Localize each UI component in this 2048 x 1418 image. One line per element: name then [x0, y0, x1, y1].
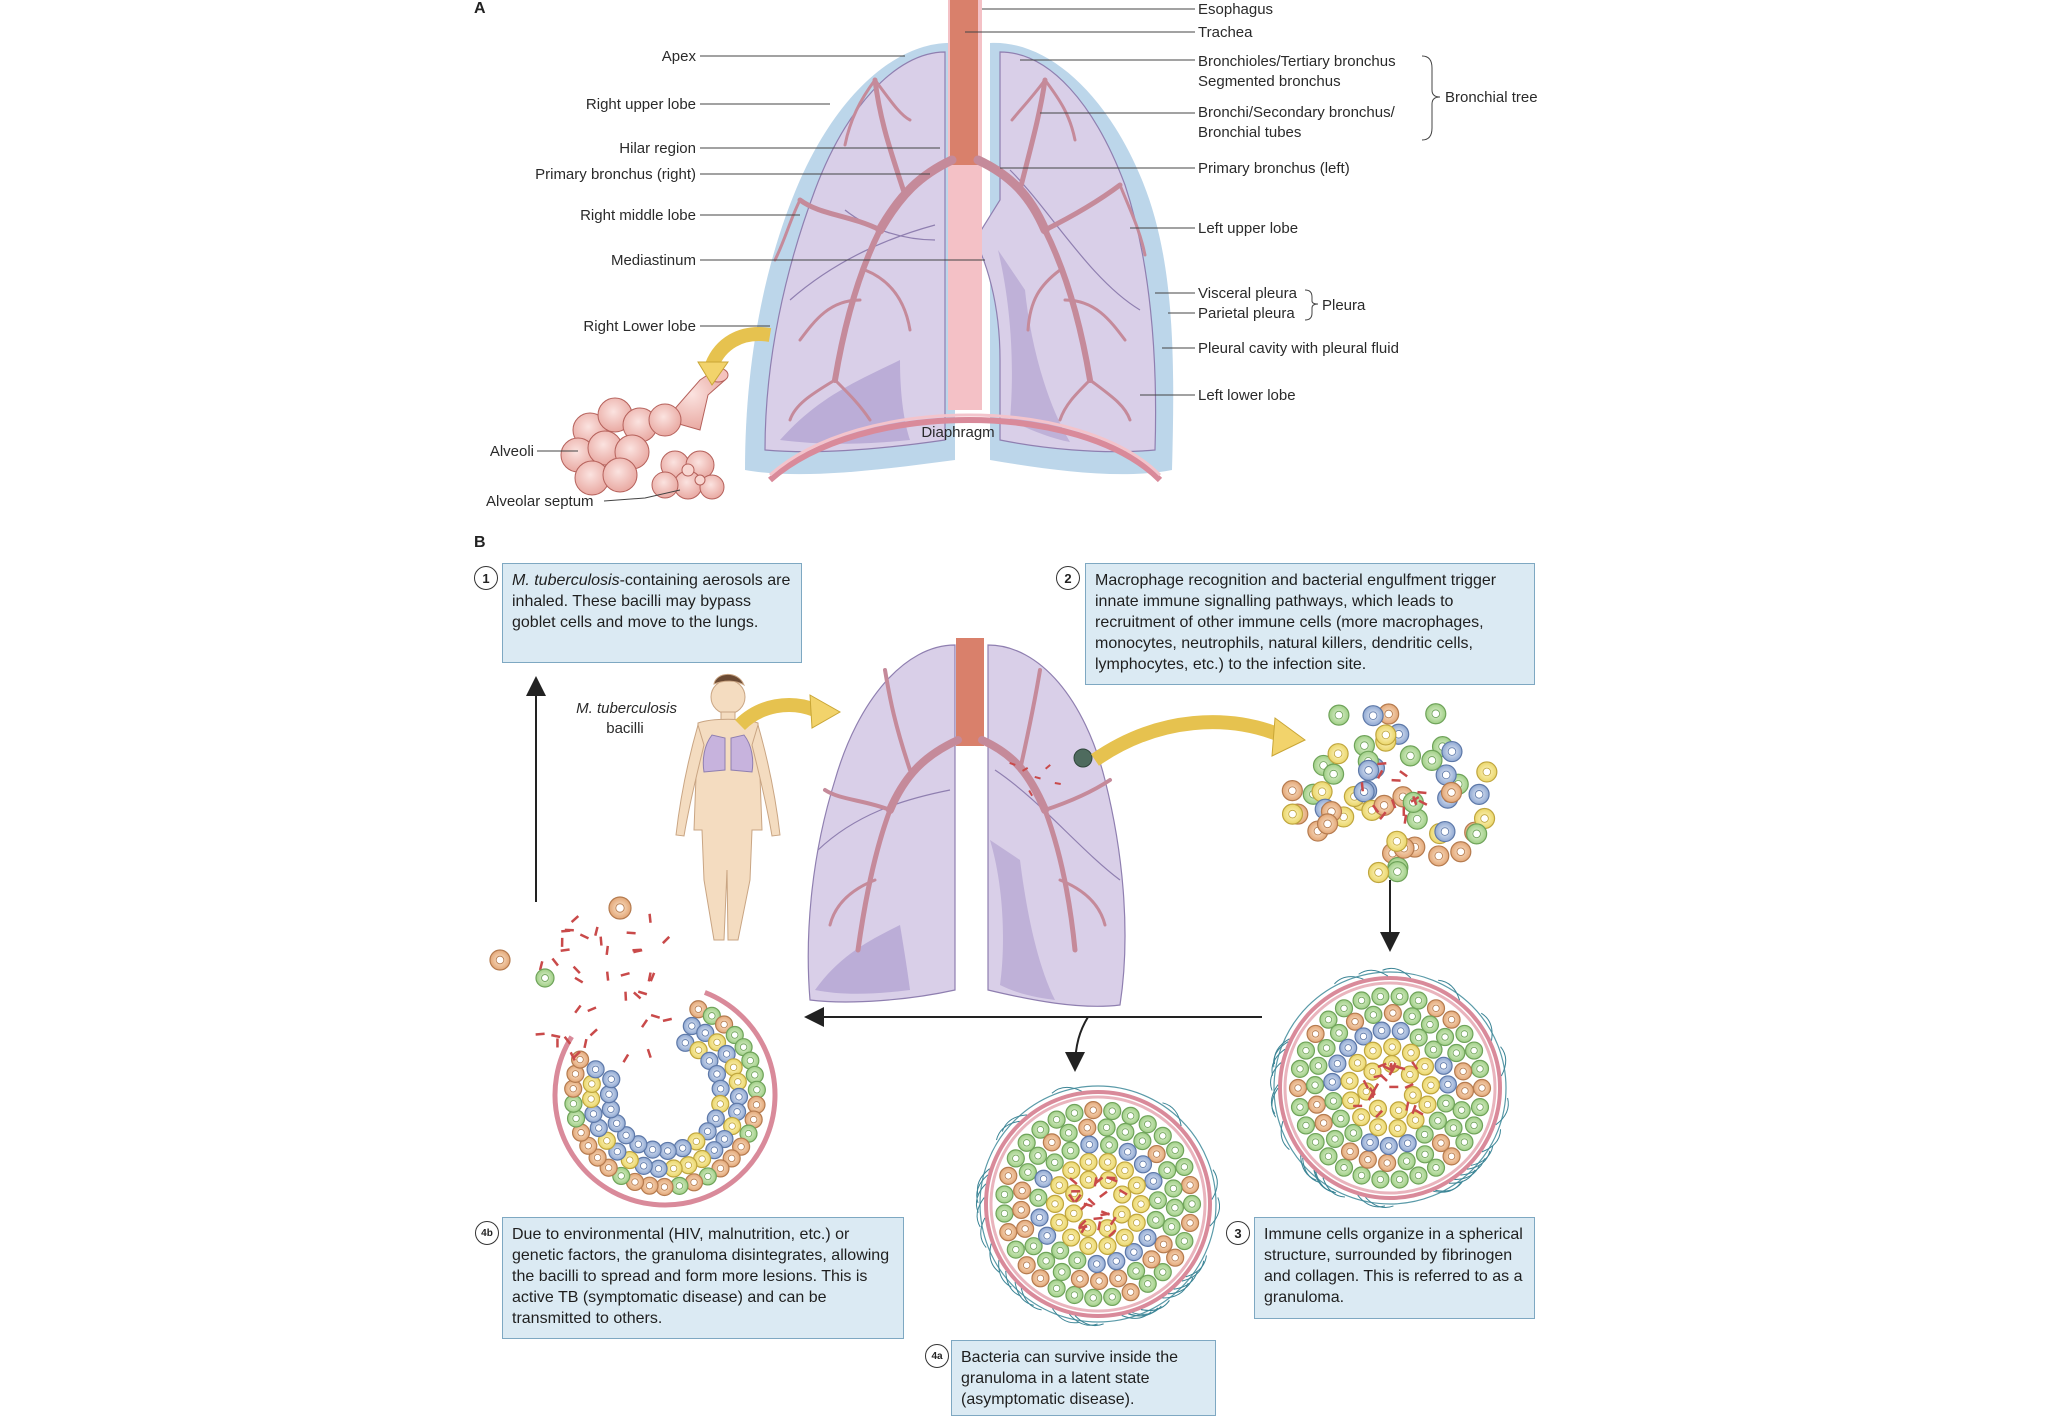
- granuloma-formed: [1270, 967, 1509, 1208]
- label-mtb-bacilli-line2: bacilli: [606, 720, 644, 737]
- panel-label-a: A: [474, 0, 486, 17]
- label-left-lower-lobe: Left lower lobe: [1198, 387, 1296, 404]
- lung-anatomy: [745, 0, 1174, 483]
- label-left-upper-lobe: Left upper lobe: [1198, 220, 1298, 237]
- figure-to-lungs-arrow: [735, 698, 818, 731]
- label-hilar-region: Hilar region: [619, 140, 696, 157]
- step-1-badge: 1: [474, 566, 498, 590]
- label-right-middle-lobe: Right middle lobe: [580, 207, 696, 224]
- label-bronchial-tubes: Bronchial tubes: [1198, 124, 1301, 141]
- label-bronchial-tree: Bronchial tree: [1445, 89, 1538, 106]
- trachea-shape: [950, 0, 978, 165]
- lung-to-alveoli-arrow: [705, 327, 772, 368]
- right-lung: [764, 51, 946, 453]
- step-2-text: Macrophage recognition and bacterial eng…: [1095, 572, 1497, 673]
- label-mtb-bacilli-line1: M. tuberculosis: [576, 700, 677, 717]
- step-3-badge: 3: [1226, 1221, 1250, 1245]
- step-1-italic: M. tuberculosis: [512, 572, 620, 589]
- step-4b-box: Due to environmental (HIV, malnutrition,…: [502, 1217, 904, 1339]
- bronchial-tree: [773, 77, 1147, 422]
- label-right-upper-lobe: Right upper lobe: [586, 96, 696, 113]
- alveoli-illustration: [560, 367, 729, 500]
- granuloma-latent: [975, 1085, 1221, 1327]
- labels-right: Esophagus Trachea Bronchioles/Tertiary b…: [921, 1, 1537, 441]
- label-bronchioles: Bronchioles/Tertiary bronchus: [1198, 53, 1396, 70]
- label-parietal-pleura: Parietal pleura: [1198, 305, 1295, 322]
- step-2-box: Macrophage recognition and bacterial eng…: [1085, 563, 1535, 685]
- granuloma-disintegrating: [489, 896, 778, 1208]
- label-alveoli: Alveoli: [490, 443, 534, 460]
- label-trachea: Trachea: [1198, 24, 1253, 41]
- step-4a-badge: 4a: [925, 1344, 949, 1368]
- diaphragm-shape: [768, 417, 1163, 483]
- human-figure: [675, 673, 781, 941]
- label-mediastinum: Mediastinum: [611, 252, 696, 269]
- label-visceral-pleura: Visceral pleura: [1198, 285, 1298, 302]
- label-diaphragm: Diaphragm: [921, 424, 994, 441]
- label-pleura: Pleura: [1322, 297, 1366, 314]
- label-pleural-cavity: Pleural cavity with pleural fluid: [1198, 340, 1399, 357]
- arrow-granuloma-to-latent: [1065, 1016, 1089, 1072]
- lungs-to-cells-arrow: [1091, 715, 1283, 766]
- step-1-box: M. tuberculosis-containing aerosols are …: [502, 563, 802, 663]
- immune-cell-cluster: [1281, 703, 1498, 884]
- step-4a-text: Bacteria can survive inside the granulom…: [961, 1349, 1178, 1408]
- label-alveolar-septum: Alveolar septum: [486, 493, 594, 510]
- step-3-text: Immune cells organize in a spherical str…: [1264, 1226, 1523, 1306]
- label-apex: Apex: [662, 48, 697, 65]
- label-esophagus: Esophagus: [1198, 1, 1273, 18]
- panel-label-b: B: [474, 534, 486, 551]
- step-3-box: Immune cells organize in a spherical str…: [1254, 1217, 1535, 1319]
- infected-lungs: [807, 638, 1126, 1007]
- label-segmented-bronchus: Segmented bronchus: [1198, 73, 1341, 90]
- labels-left: Apex Right upper lobe Hilar region Prima…: [486, 48, 985, 510]
- label-right-lower-lobe: Right Lower lobe: [583, 318, 696, 335]
- step-4a-box: Bacteria can survive inside the granulom…: [951, 1340, 1216, 1416]
- label-bronchi: Bronchi/Secondary bronchus/: [1198, 104, 1396, 121]
- step-1-text: -containing aerosols are inhaled. These …: [512, 572, 791, 631]
- step-2-badge: 2: [1056, 566, 1080, 590]
- label-primary-bronchus-right: Primary bronchus (right): [535, 166, 696, 183]
- step-4b-badge: 4b: [475, 1221, 499, 1245]
- step-4b-text: Due to environmental (HIV, malnutrition,…: [512, 1226, 890, 1327]
- label-primary-bronchus-left: Primary bronchus (left): [1198, 160, 1350, 177]
